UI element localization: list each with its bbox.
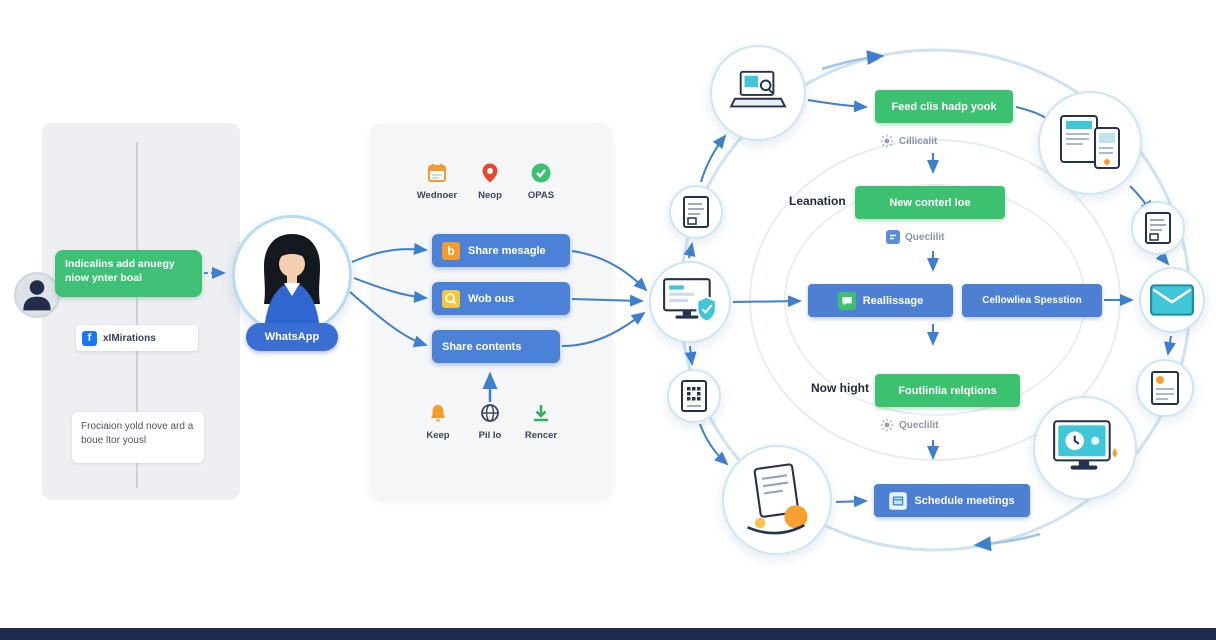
tool-item-rencer[interactable]: Rencer <box>515 402 567 441</box>
globe-icon <box>480 402 500 424</box>
cillicalit-item: Cillicalit <box>880 134 937 148</box>
hand-document-icon <box>747 463 808 535</box>
document-icon <box>1145 212 1171 244</box>
chat-bubble: Indicalins add anuegy niow ynter boal <box>55 250 202 297</box>
timeline-divider <box>136 142 138 488</box>
feed-button[interactable]: Feed clis hadp yook <box>875 90 1013 123</box>
letter-b-icon: b <box>442 241 460 260</box>
share-message-button[interactable]: b Share mesagle <box>432 234 570 267</box>
monitor-clock-node <box>1033 396 1137 500</box>
realissage-label: Reallissage <box>862 294 924 307</box>
facebook-label: xIMirations <box>103 332 156 344</box>
qr-document-node <box>667 369 721 423</box>
tool-label: Rencer <box>524 430 558 441</box>
facebook-item[interactable]: f xIMirations <box>76 325 198 351</box>
web-out-button[interactable]: Wob ous <box>432 282 570 315</box>
user-avatar <box>14 272 60 318</box>
sun-icon <box>880 418 894 432</box>
schedule-icon <box>889 491 908 510</box>
document-orange-node <box>1136 359 1194 417</box>
envelope-node <box>1139 267 1205 333</box>
tool-label: Keep <box>426 430 450 441</box>
person-icon <box>23 280 51 311</box>
widget-icon <box>886 230 900 244</box>
app-label: OPAS <box>527 190 555 201</box>
document-node-2 <box>1131 201 1185 255</box>
share-contents-button[interactable]: Share contents <box>432 330 560 363</box>
bottom-bar <box>0 628 1216 640</box>
chat-icon <box>837 291 856 310</box>
foutlinlia-button[interactable]: Foutlinlia relqtions <box>875 374 1020 407</box>
tool-item-keep[interactable]: Keep <box>412 402 464 441</box>
document-icon <box>683 196 709 228</box>
hand-document-node <box>722 445 832 555</box>
envelope-icon <box>1150 284 1194 316</box>
cellowliea-label: Cellowliea Spesstion <box>982 295 1082 306</box>
queclilit-item-2: Queclilit <box>880 418 938 432</box>
document-node-1 <box>669 185 723 239</box>
new-content-button[interactable]: New conterl loe <box>855 186 1005 219</box>
devices-icon <box>1060 115 1120 169</box>
tool-label: Pil Io <box>478 430 502 441</box>
whatsapp-label: WhatsApp <box>264 331 320 343</box>
note-text: Frociaion yold nove ard a boue ltor yous… <box>81 421 194 446</box>
schedule-meetings-button[interactable]: Schedule meetings <box>874 484 1030 517</box>
tool-item-pilio[interactable]: Pil Io <box>464 402 516 441</box>
app-item-opas[interactable]: OPAS <box>515 162 567 201</box>
app-item-neop[interactable]: Neop <box>464 162 516 201</box>
whatsapp-button[interactable]: WhatsApp <box>246 323 338 351</box>
queclilit-label: Queclilit <box>899 419 939 431</box>
foutlinlia-label: Foutlinlia relqtions <box>898 384 997 397</box>
app-label: Neop <box>478 190 502 201</box>
app-item-wednoer[interactable]: Wednoer <box>411 162 463 201</box>
now-hight-label: Now hight <box>811 381 869 395</box>
share-message-label: Share mesagle <box>468 244 546 257</box>
document-orange-icon <box>1151 371 1179 405</box>
bell-icon <box>428 402 448 424</box>
realissage-button[interactable]: Reallissage <box>808 284 953 317</box>
facebook-icon: f <box>82 330 97 346</box>
qr-document-icon <box>681 380 707 412</box>
laptop-icon <box>729 70 787 108</box>
cellowliea-button[interactable]: Cellowliea Spesstion <box>962 284 1102 317</box>
check-circle-icon <box>530 162 552 184</box>
new-content-label: New conterl loe <box>889 196 971 209</box>
woman-avatar-icon <box>264 234 320 332</box>
app-label: Wednoer <box>416 190 458 201</box>
monitor-clock-icon <box>1053 420 1118 470</box>
calendar-icon <box>426 162 448 184</box>
monitor-shield-node <box>649 261 731 343</box>
search-icon <box>442 289 460 308</box>
queclilit-label: Queclilit <box>905 231 945 243</box>
web-out-label: Wob ous <box>468 292 515 305</box>
leanation-label: Leanation <box>789 194 846 208</box>
chat-bubble-text: Indicalins add anuegy niow ynter boal <box>65 258 175 285</box>
download-icon <box>531 402 551 424</box>
feed-button-label: Feed clis hadp yook <box>891 100 997 113</box>
cillicalit-label: Cillicalit <box>899 135 938 147</box>
laptop-node <box>710 45 806 141</box>
queclilit-item-1: Queclilit <box>886 230 944 244</box>
assistant-avatar <box>232 215 352 335</box>
schedule-label: Schedule meetings <box>914 494 1015 507</box>
monitor-shield-icon <box>663 278 717 323</box>
share-contents-label: Share contents <box>442 340 522 353</box>
map-pin-icon <box>480 162 500 184</box>
devices-node <box>1038 91 1142 195</box>
note-card: Frociaion yold nove ard a boue ltor yous… <box>72 412 204 463</box>
sun-icon <box>880 134 894 148</box>
